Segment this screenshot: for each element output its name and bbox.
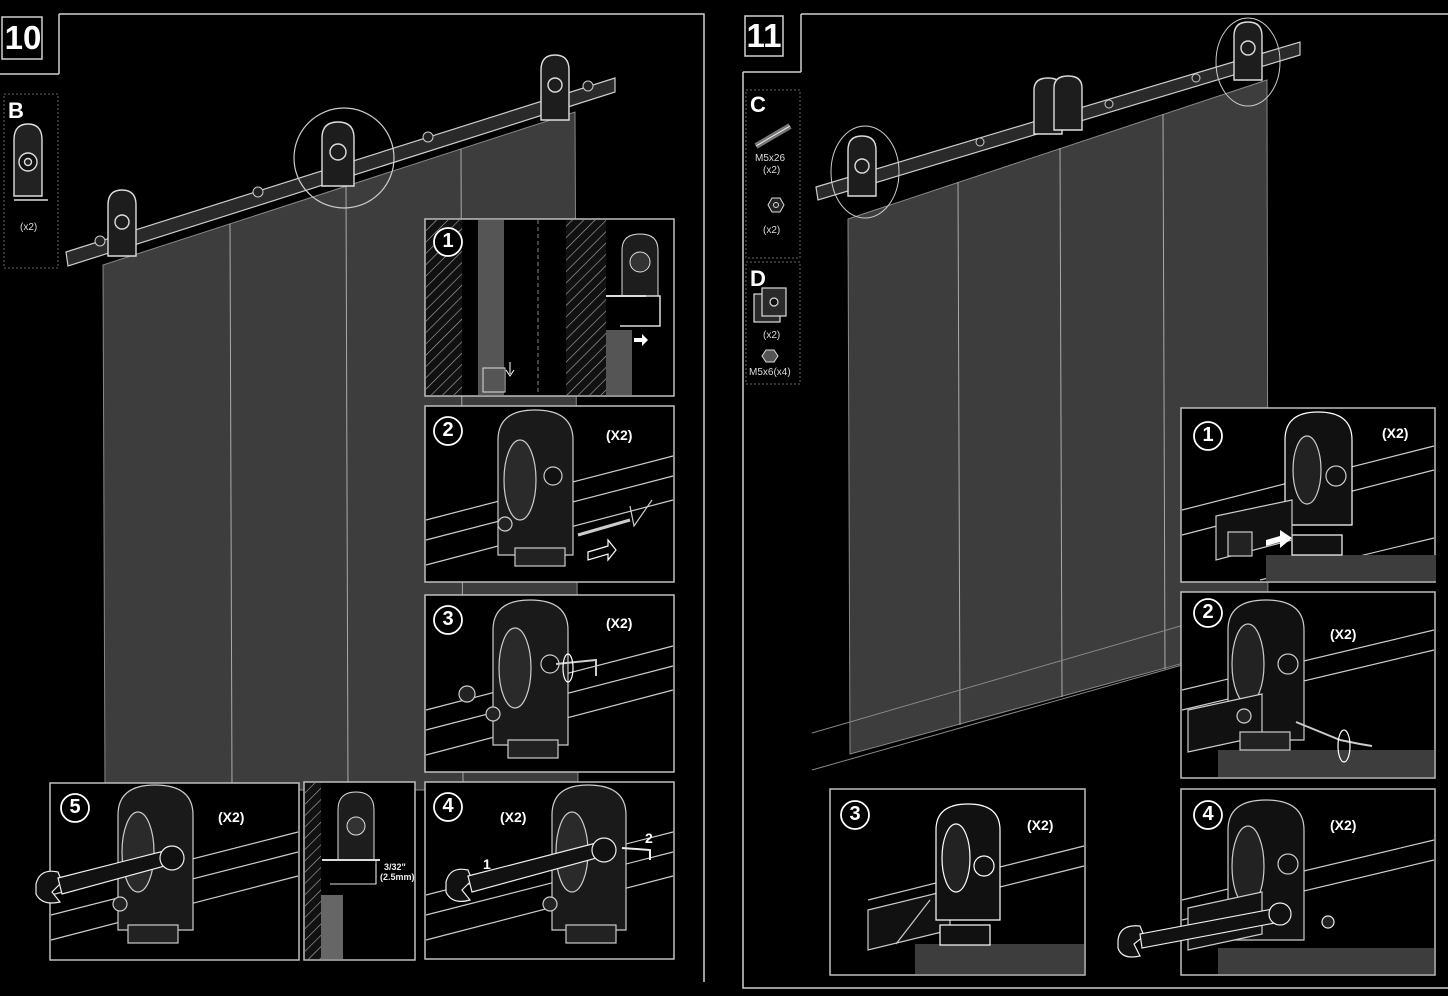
part-c-letter: C (750, 92, 766, 117)
inset10-4-mark-1: 1 (483, 856, 491, 872)
inset11-1-art (1181, 411, 1436, 581)
part-b-strip (3, 93, 59, 269)
inset11-4-number: 4 (1202, 803, 1214, 825)
zoom-circle-11b (1215, 17, 1281, 107)
inset11-3-number: 3 (849, 803, 861, 825)
inset10-1-number: 1 (442, 230, 454, 252)
part-d-stopper-qty: (x2) (763, 330, 781, 341)
inset11-2-art (1181, 599, 1435, 777)
inset10-2-art (425, 409, 674, 567)
part-b-hanger-icon (13, 123, 48, 201)
hangers-11 (847, 21, 1263, 197)
inset10-5-label: (X2) (218, 809, 245, 825)
part-c-nut-qty: (x2) (763, 225, 781, 236)
inset11-2-number: 2 (1202, 601, 1214, 623)
inset10-2-label: (X2) (606, 427, 633, 443)
inset10-3-art (425, 599, 674, 759)
inset-number-badges (60, 227, 1223, 830)
part-d-letter: D (750, 266, 766, 291)
inset11-1-label: (X2) (1382, 425, 1409, 441)
inset11-4-frame (1180, 788, 1436, 976)
part-b-qty: (x2) (20, 222, 38, 233)
inset10-2-number: 2 (442, 419, 454, 441)
inset11-4-art (1117, 799, 1435, 974)
bolt-m5x26-icon (754, 123, 792, 149)
part-b-letter: B (8, 98, 24, 123)
nut-icon (767, 197, 785, 213)
stopper-icon (753, 287, 787, 323)
inset10-3-label: (X2) (606, 615, 633, 631)
inset10-4-art (425, 784, 674, 944)
gap-metric: (2.5mm) (380, 872, 415, 882)
inset10-gap-art (305, 783, 380, 959)
step11-frame (742, 13, 1448, 989)
zoom-circle-11a (830, 125, 900, 219)
hangers-10 (107, 54, 570, 257)
part-c-bolt-name: M5x26 (755, 153, 786, 164)
screw-m5x6-icon (761, 349, 779, 363)
inset10-5-art (35, 784, 299, 944)
inset10-4-number: 4 (442, 795, 454, 817)
gap-imperial: 3/32" (384, 862, 406, 872)
step10-number: 10 (4, 19, 42, 56)
inset10-4-label: (X2) (500, 809, 527, 825)
part-c-bolt-qty: (x2) (763, 165, 781, 176)
part-c-strip (745, 89, 801, 259)
inset10-3-number: 3 (442, 608, 454, 630)
inset10-4-mark-2: 2 (645, 830, 653, 846)
inset11-2-frame (1180, 591, 1436, 779)
part-d-screw-name: M5x6(x4) (749, 367, 791, 378)
inset10-5-number: 5 (69, 796, 81, 818)
door-11 (811, 79, 1271, 771)
inset11-3-label: (X2) (1027, 817, 1054, 833)
step10-frame (0, 13, 705, 982)
inset11-3-art (867, 803, 1085, 974)
zoom-circle-10 (293, 107, 395, 209)
inset11-2-label: (X2) (1330, 626, 1357, 642)
inset11-4-label: (X2) (1330, 817, 1357, 833)
inset11-1-number: 1 (1202, 424, 1214, 446)
step11-number: 11 (746, 17, 782, 54)
